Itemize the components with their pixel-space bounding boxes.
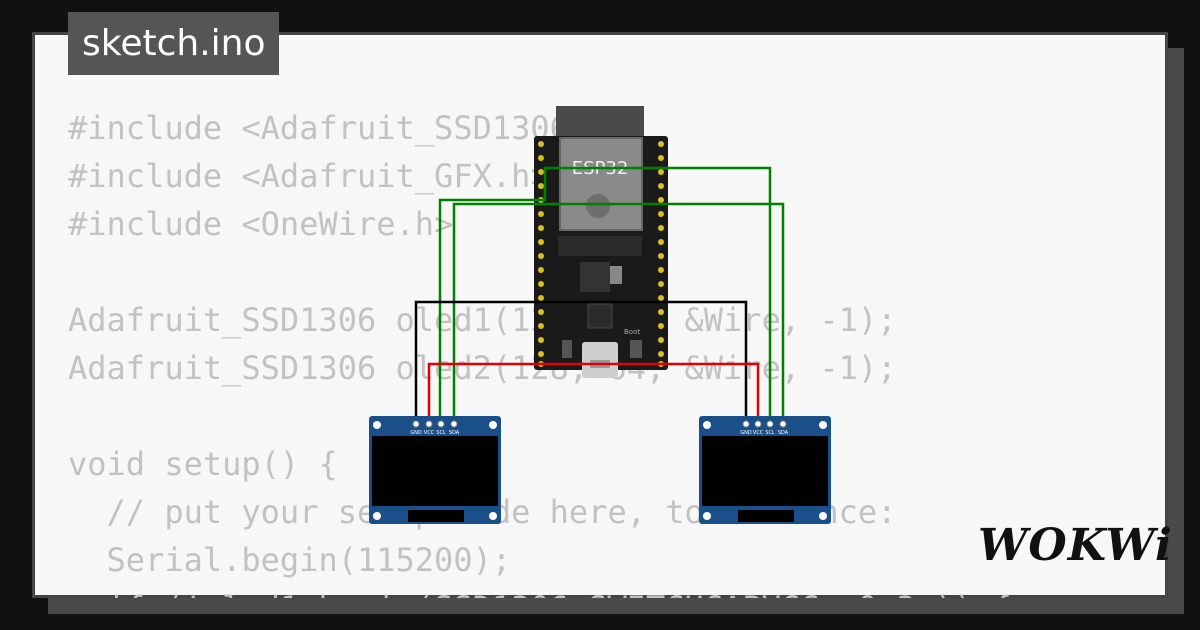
oled1-pin-vcc-label: VCC (424, 430, 435, 436)
oled2-pin-vcc-label: VCC (753, 430, 764, 436)
oled-display-1[interactable]: GND VCC SCL SDA (369, 416, 501, 524)
wire-scl-oled1 (438, 166, 772, 424)
oled1-pin-scl-label: SCL (436, 430, 446, 436)
oled2-pin-sda-label: SDA (778, 430, 789, 436)
file-title-tab: sketch.ino (68, 12, 280, 75)
wire-sda-oled1 (452, 202, 785, 424)
code-line: void setup() { (68, 445, 338, 483)
esp32-board[interactable]: ESP32 Boot (534, 106, 668, 378)
oled1-pin-gnd-label: GND (410, 430, 422, 436)
code-line: if (!oled1.begin(SSD1306_SWITCHCAPVCC, 0… (68, 584, 1012, 598)
code-line: Serial.begin(115200); (68, 541, 512, 579)
wires (414, 166, 785, 424)
oled-display-2[interactable]: GND VCC SCL SDA (699, 416, 831, 524)
code-line: #include <Adafruit_GFX.h> (68, 157, 550, 195)
wokwi-logo: WOKWi (978, 520, 1173, 571)
oled2-pin-scl-label: SCL (765, 430, 775, 436)
code-line: Adafruit_SSD1306 oled2(128, 64, &Wire, -… (68, 349, 897, 387)
espressif-logo-icon (586, 194, 610, 218)
oled1-pin-sda-label: SDA (449, 430, 460, 436)
wire-vcc (427, 362, 760, 424)
oled2-pin-gnd-label: GND (740, 430, 752, 436)
boot-label: Boot (624, 328, 640, 336)
code-line: #include <OneWire.h> (68, 205, 454, 243)
